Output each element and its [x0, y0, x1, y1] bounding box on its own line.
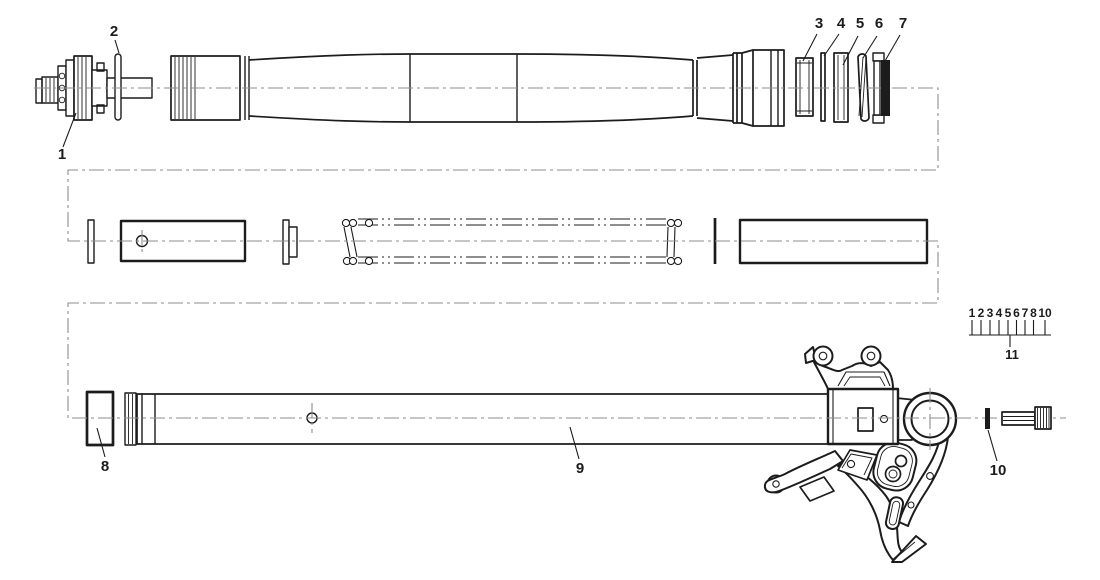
axle-bracket-casting	[763, 345, 958, 563]
coil-spring	[341, 218, 683, 266]
part-6-snap-ring	[857, 53, 870, 122]
callout-5: 5	[856, 15, 864, 32]
callout-7: 7	[899, 15, 907, 32]
callout-4: 4	[837, 15, 846, 32]
assembly-group-bracket: 1 2 3 4 5 6 7 8 10 11	[969, 306, 1052, 362]
callout-11: 11	[1005, 347, 1019, 362]
callout-9: 9	[576, 460, 584, 477]
bracket-item-3: 3	[987, 306, 994, 320]
bracket-item-6: 6	[1013, 306, 1020, 320]
callout-1: 1	[58, 146, 66, 163]
leader-lines	[62, 33, 998, 462]
callout-8: 8	[101, 458, 109, 475]
part-4-washer	[820, 52, 826, 122]
bracket-item-10: 10	[1038, 306, 1052, 320]
damper-flanged-bushing	[282, 219, 298, 265]
callout-3: 3	[815, 15, 823, 32]
bracket-item-8: 8	[1030, 306, 1037, 320]
part-7-seal-body	[881, 60, 890, 116]
bracket-item-7: 7	[1022, 306, 1029, 320]
part-3-bushing	[795, 57, 814, 117]
bracket-item-5: 5	[1005, 306, 1012, 320]
bracket-item-1: 1	[969, 306, 976, 320]
callout-labels: 1 2 3 4 5 6 7 8 9 10	[58, 15, 1007, 479]
bracket-item-2: 2	[978, 306, 985, 320]
part-10-axle-bolt	[985, 406, 1052, 430]
callout-6: 6	[875, 15, 883, 32]
part-9-lower-tube	[136, 393, 831, 445]
tube-end-ring	[124, 392, 137, 446]
bracket-item-4: 4	[996, 306, 1003, 320]
centerline-path	[34, 87, 1066, 450]
callout-10: 10	[990, 462, 1007, 479]
callout-2: 2	[110, 23, 118, 40]
part-2-pin	[114, 53, 122, 121]
